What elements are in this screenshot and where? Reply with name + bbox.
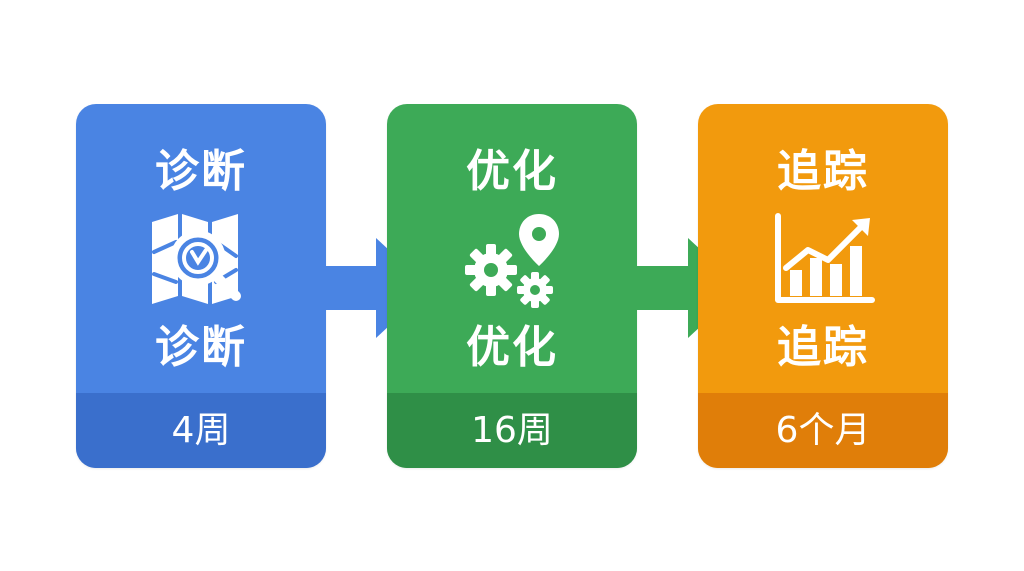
step-subtitle: 诊断 <box>155 322 247 373</box>
step-title: 追踪 <box>777 146 869 197</box>
step-card-optimize: 优化 <box>387 104 637 468</box>
map-magnifier-icon <box>152 214 241 304</box>
step-duration: 6个月 <box>698 393 948 468</box>
step-duration: 16周 <box>387 393 637 468</box>
step-card-track: 追踪 追踪 6个月 <box>698 104 948 468</box>
step-duration: 4周 <box>76 393 326 468</box>
gears-location-pin-icon <box>465 214 559 308</box>
bar-chart-trend-icon <box>775 213 875 303</box>
step-title: 诊断 <box>155 146 247 197</box>
step-subtitle: 追踪 <box>777 322 869 373</box>
step-card-diagnose: 诊断 诊断 4周 <box>76 104 326 468</box>
step-subtitle: 优化 <box>466 322 558 373</box>
step-title: 优化 <box>466 146 558 197</box>
